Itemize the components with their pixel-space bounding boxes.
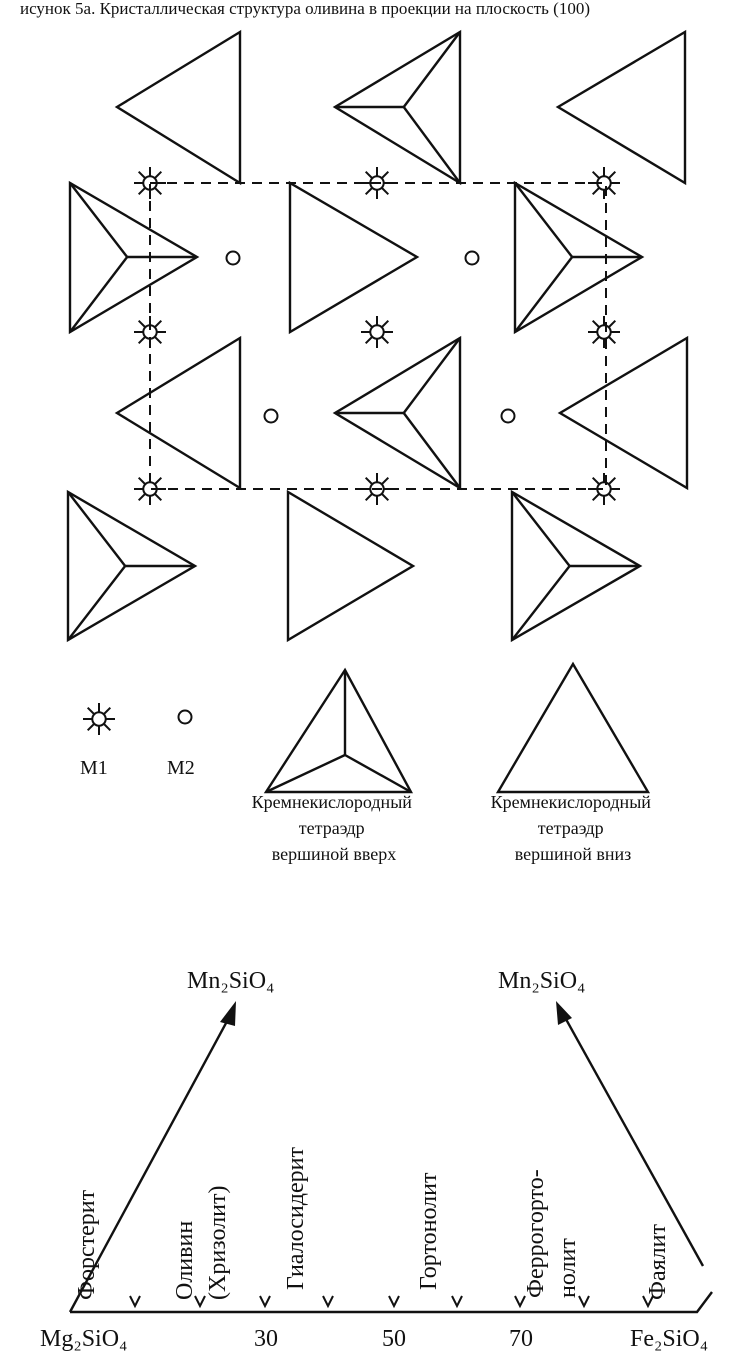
tetrahedron-apex-down — [117, 338, 240, 488]
m1-site — [134, 316, 166, 348]
m1-legend-label: M1 — [80, 757, 108, 779]
m1-symbol — [83, 703, 115, 735]
tetrahedron-apex-up-edge — [404, 32, 460, 107]
mineral-hyalosiderite: Гиалосидерит — [283, 1147, 309, 1290]
m2-site — [265, 410, 278, 423]
m2-legend-symbol — [179, 711, 192, 724]
unit-cell-outline — [150, 183, 606, 489]
tetrahedron-apex-up-edge — [515, 257, 572, 332]
m1-site — [134, 473, 166, 505]
m2-symbol — [179, 711, 192, 724]
structure-projection — [68, 32, 687, 640]
tetrahedron-apex-up-edge — [70, 183, 127, 257]
m2-sites — [227, 252, 515, 423]
m2-site — [502, 410, 515, 423]
tick-label-30: 30 — [254, 1326, 278, 1352]
tetrahedron-apex-up-edge — [512, 492, 570, 566]
m2-site — [466, 252, 479, 265]
legend: M1 M2 Кремнекислородный тетраэдр вершино… — [80, 664, 655, 864]
m1-legend-symbol — [83, 703, 115, 735]
mineral-ferrohortonolite-1: Феррогорто- — [523, 1169, 549, 1298]
baseline-tick — [389, 1296, 399, 1306]
right-end-label: Fe₂SiO₄ — [630, 1326, 708, 1352]
m1-site — [588, 167, 620, 199]
olivine-series-diagram: Mn₂SiO₄ Mn₂SiO₄ Mg₂SiO₄ Fe₂SiO₄ 30 50 70… — [40, 968, 712, 1352]
right-arrow-head — [556, 1001, 572, 1025]
baseline-tick — [260, 1296, 270, 1306]
mineral-ferrohortonolite-2: нолит — [555, 1238, 581, 1298]
apex-down-legend-label: Кремнекислородный тетраэдр вершиной вниз — [491, 792, 656, 864]
tetrahedron-apex-down — [560, 338, 687, 488]
m1-sites — [134, 167, 620, 505]
header-fragment: исунок 5а. Кристаллическая структура оли… — [20, 0, 590, 18]
mineral-hortonolite: Гортонолит — [416, 1172, 442, 1290]
mineral-chrysolite: (Хризолит) — [205, 1186, 231, 1301]
legend-apex-up-outline — [266, 670, 411, 792]
m2-legend-label: M2 — [167, 757, 195, 779]
m2-site — [227, 252, 240, 265]
right-apex-label: Mn₂SiO₄ — [498, 968, 585, 994]
tetrahedron-apex-up-edge — [404, 107, 460, 183]
baseline-tick — [130, 1296, 140, 1306]
m1-site — [588, 316, 620, 348]
m1-site — [588, 473, 620, 505]
apex-up-legend-label: Кремнекислородный тетраэдр вершиной ввер… — [252, 792, 417, 864]
tetrahedron-apex-down — [558, 32, 685, 183]
baseline-tick — [452, 1296, 462, 1306]
tetrahedron-apex-up-edge — [515, 183, 572, 257]
m1-site — [361, 316, 393, 348]
left-end-label: Mg₂SiO₄ — [40, 1326, 127, 1352]
baseline-tick — [323, 1296, 333, 1306]
mineral-forsterite: Форстерит — [74, 1189, 100, 1300]
tick-label-50: 50 — [382, 1326, 406, 1352]
tetrahedron-apex-up-edge — [404, 338, 460, 413]
left-apex-label: Mn₂SiO₄ — [187, 968, 274, 994]
mineral-olivine: Оливин — [172, 1221, 198, 1300]
tick-label-70: 70 — [509, 1326, 533, 1352]
legend-apex-down-outline — [498, 664, 648, 792]
tetrahedron-apex-up-edge — [404, 413, 460, 488]
tetrahedron-apex-up-edge — [68, 566, 125, 640]
tetrahedron-apex-up-edge — [68, 492, 125, 566]
right-arrow-shaft — [562, 1012, 703, 1266]
tetrahedron-apex-up-edge — [70, 257, 127, 332]
tetrahedron-apex-down — [288, 492, 413, 640]
tetrahedron-apex-down — [117, 32, 240, 183]
tetrahedron-apex-up-edge — [512, 566, 570, 640]
left-arrow-head — [220, 1001, 236, 1026]
mineral-fayalite: Фаялит — [645, 1224, 671, 1300]
tetrahedron-apex-down — [290, 183, 417, 332]
